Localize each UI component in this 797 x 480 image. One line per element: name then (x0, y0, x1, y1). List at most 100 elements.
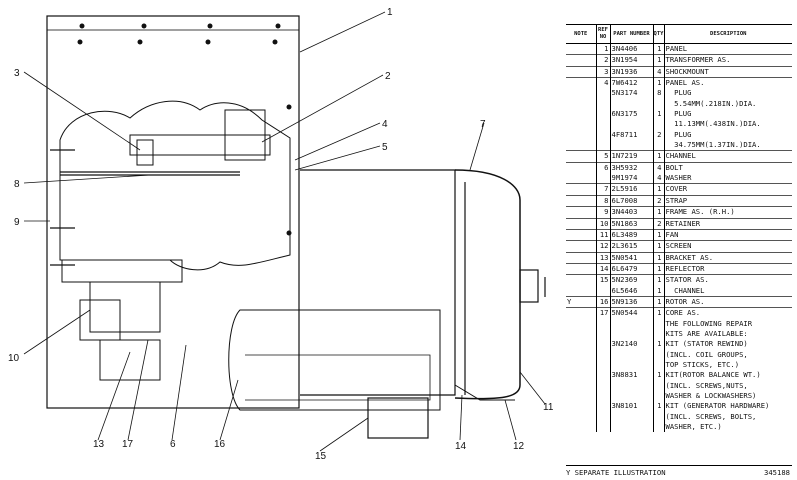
ref-no-cell (595, 349, 610, 360)
ref-no-cell: 4 (595, 77, 610, 89)
ref-no-cell: 1 (595, 42, 610, 55)
note-cell: Y (566, 295, 596, 308)
exploded-parts-illustration: 1 2 3 4 5 7 8 9 10 11 12 13 14 15 16 17 … (8, 7, 554, 462)
ref-no-cell (595, 98, 610, 110)
part-number-cell: 2L5916 (609, 183, 653, 196)
description-cell: BRACKET AS. (663, 251, 792, 264)
part-number-cell: 5N3174 (609, 88, 653, 99)
ref-no-cell: 7 (595, 183, 610, 196)
note-cell (566, 99, 596, 109)
part-number-cell: 6L6479 (609, 262, 653, 275)
illustration-number: 345188 (764, 468, 790, 477)
header-qty: QTY (652, 24, 664, 44)
ref-no-cell (595, 318, 610, 329)
note-cell (566, 109, 596, 119)
callout-17: 17 (122, 439, 134, 450)
ref-no-cell (595, 328, 610, 340)
callout-13: 13 (93, 439, 105, 450)
description-cell: KIT (GENERATOR HARDWARE) (663, 401, 792, 412)
part-number-cell (609, 359, 653, 371)
ref-no-cell (595, 140, 610, 151)
part-number-cell: 3N8831 (609, 370, 653, 381)
qty-cell: 1 (652, 307, 664, 319)
description-cell: 34.75MM(1.37IN.)DIA. (663, 140, 792, 151)
callout-leaders (23, 11, 546, 452)
part-number-cell: 5N0541 (609, 251, 653, 264)
ref-no-cell (595, 285, 610, 297)
callout-15: 15 (315, 451, 327, 462)
qty-cell: 1 (652, 274, 664, 286)
note-cell (566, 206, 596, 218)
callout-14: 14 (455, 441, 467, 452)
part-number-cell: 6L7008 (609, 194, 653, 207)
description-cell: FRAME AS. (R.H.) (663, 206, 792, 218)
description-cell: THE FOLLOWING REPAIR (663, 318, 792, 329)
table-row: 34.75MM(1.37IN.)DIA. (566, 140, 792, 151)
ref-no-cell: 10 (595, 217, 610, 230)
ref-no-cell (595, 422, 610, 433)
part-number-cell (609, 380, 653, 391)
callout-1: 1 (387, 7, 393, 18)
description-cell: KITS ARE AVAILABLE: (663, 328, 792, 340)
qty-cell (652, 119, 664, 130)
callout-9: 9 (14, 217, 20, 228)
ref-no-cell (595, 391, 610, 402)
part-number-cell: 3N4406 (609, 42, 653, 55)
description-cell: WASHER, ETC.) (663, 422, 792, 433)
note-cell (566, 262, 596, 275)
qty-cell: 8 (652, 88, 664, 99)
note-cell (566, 119, 596, 129)
note-cell (566, 194, 596, 207)
table-row: WASHER & LOCKWASHERS) (566, 391, 792, 402)
ref-no-cell: 15 (595, 274, 610, 286)
generator-drawing (46, 15, 546, 439)
description-cell: PANEL (663, 42, 792, 55)
table-row: THE FOLLOWING REPAIR (566, 318, 792, 329)
table-row: (INCL. SCREWS,NUTS, (566, 380, 792, 391)
description-cell: PANEL AS. (663, 77, 792, 89)
note-cell (566, 228, 596, 241)
part-number-cell: 4F8711 (609, 129, 653, 141)
description-cell: PLUG (663, 109, 792, 120)
ref-no-cell (595, 359, 610, 371)
parts-table-header: NOTE REF NO PART NUMBER QTY DESCRIPTION (566, 24, 792, 44)
table-row: (INCL. COIL GROUPS, (566, 349, 792, 360)
ref-no-cell: 17 (595, 307, 610, 319)
part-number-cell: 3H5932 (609, 161, 653, 174)
note-cell (566, 307, 596, 319)
callout-16: 16 (214, 439, 226, 450)
note-cell (566, 65, 596, 78)
qty-cell (652, 391, 664, 402)
ref-no-cell: 2 (595, 54, 610, 67)
callout-11: 11 (543, 402, 554, 413)
description-cell: CHANNEL (663, 150, 792, 163)
qty-cell (652, 328, 664, 340)
qty-cell (652, 411, 664, 423)
description-cell: SHOCKMOUNT (663, 65, 792, 78)
header-part-number: PART NUMBER (609, 24, 653, 44)
part-number-cell: 5N1863 (609, 217, 653, 230)
description-cell: RETAINER (663, 217, 792, 230)
description-cell: (INCL. SCREWS, BOLTS, (663, 411, 792, 423)
description-cell: TOP STICKS, ETC.) (663, 359, 792, 371)
note-cell (566, 422, 596, 432)
part-number-cell: 7W6412 (609, 77, 653, 89)
qty-cell: 1 (652, 295, 664, 308)
callout-10: 10 (8, 353, 20, 364)
part-number-cell: 6N3175 (609, 109, 653, 120)
qty-cell: 1 (652, 54, 664, 67)
note-cell (566, 240, 596, 253)
note-cell (566, 42, 596, 55)
ref-no-cell: 13 (595, 251, 610, 264)
